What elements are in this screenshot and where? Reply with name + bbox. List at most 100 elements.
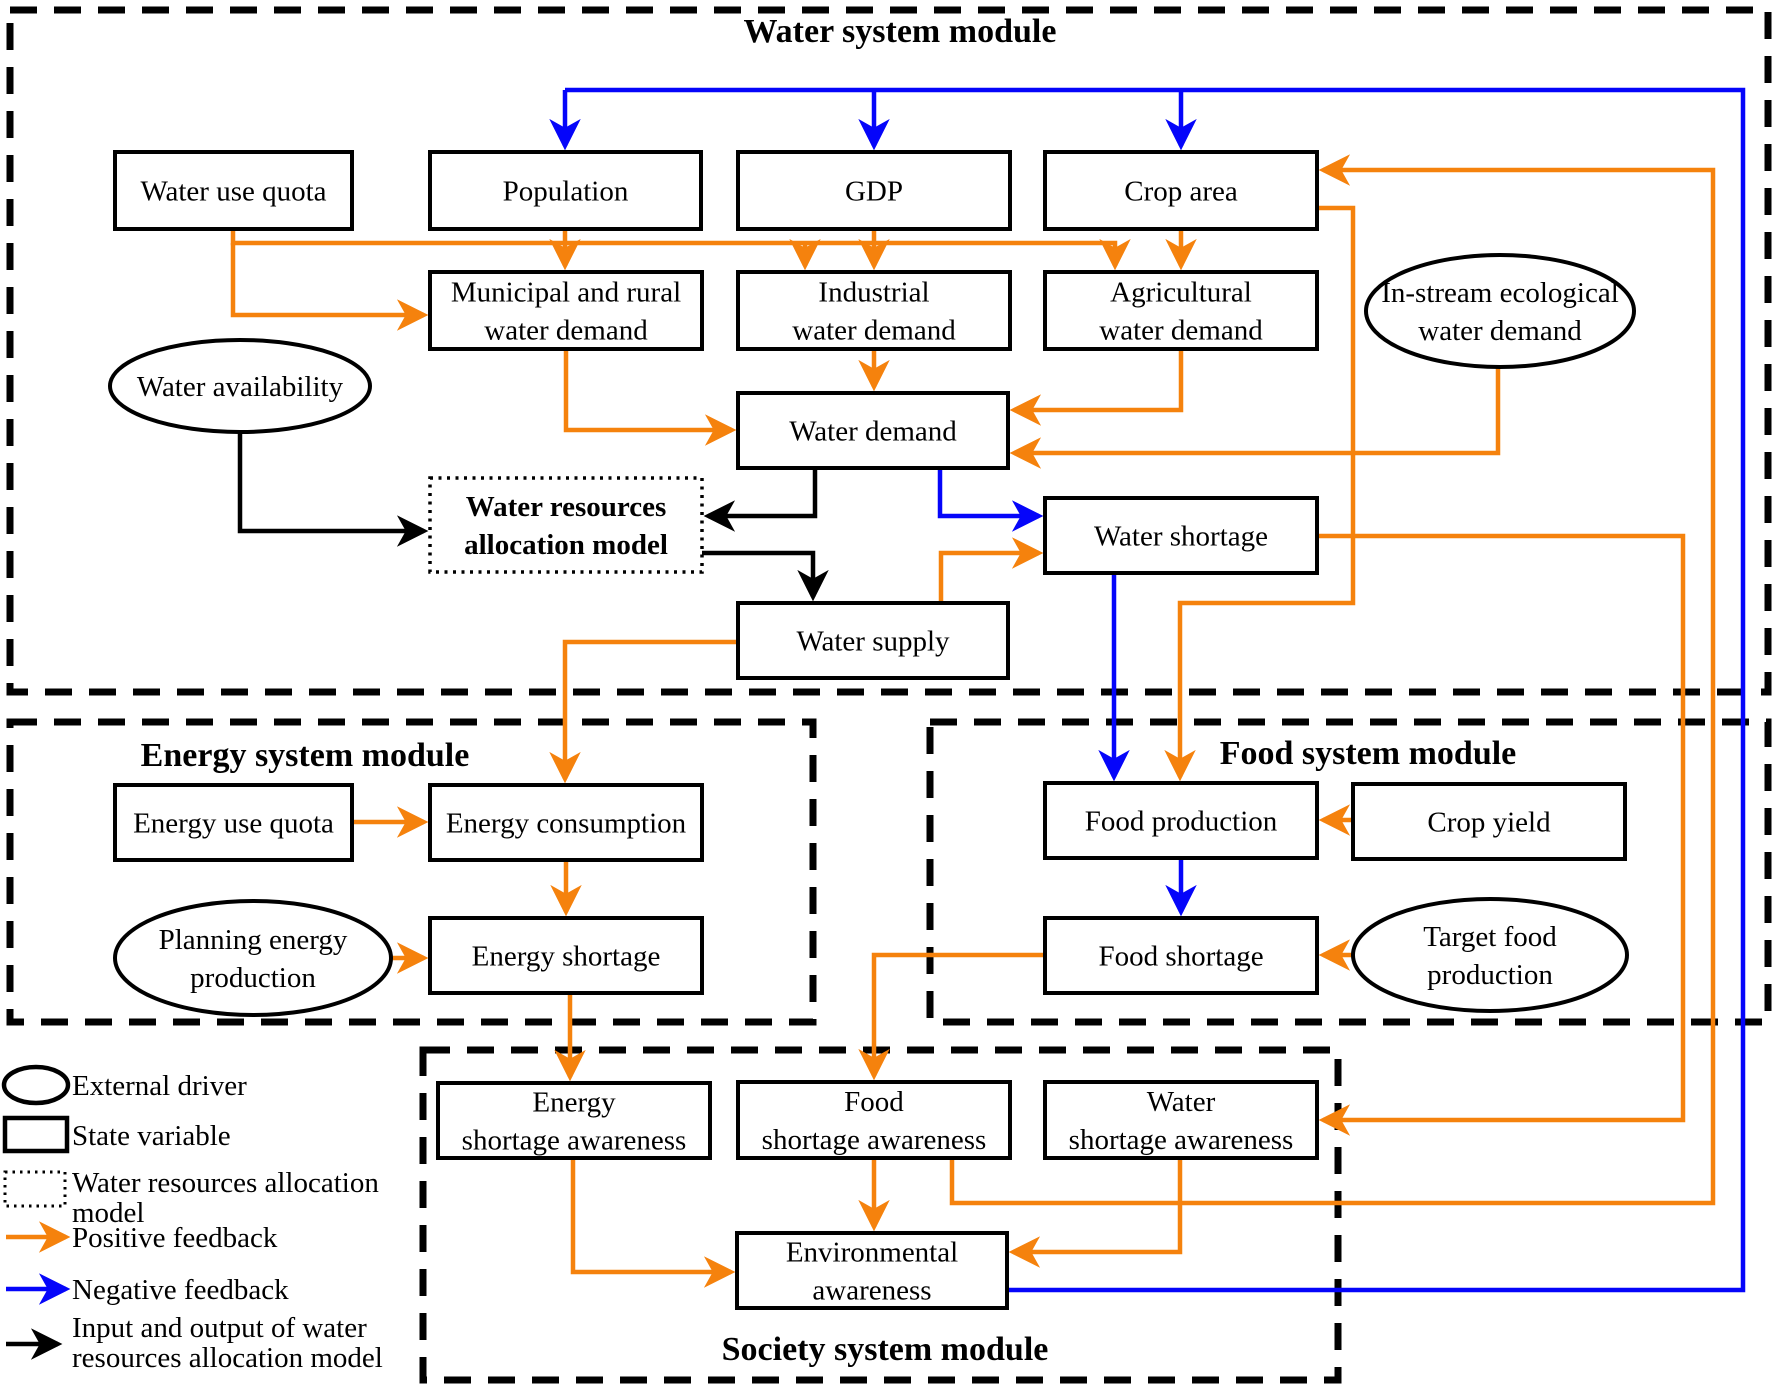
water-supply-shape	[736, 601, 1010, 680]
crop-yield-shape	[1351, 782, 1627, 861]
food-shortage-shape	[1043, 916, 1319, 995]
arrow-croparea-to-foodproduction	[1164, 205, 1356, 782]
node-gdp: GDP	[736, 150, 1012, 231]
water-resources-allocation-model-shape	[428, 476, 704, 574]
water-system-module-border	[6, 6, 1772, 696]
node-population: Population	[428, 150, 703, 231]
energy-system-module-title: Energy system module	[141, 737, 470, 774]
energy-consumption-shape	[428, 783, 704, 862]
arrow-esawareness-to-environmental	[570, 1158, 736, 1288]
legend-state-variable-label: State variable	[72, 1120, 231, 1152]
crop-area-shape	[1043, 150, 1319, 231]
water-demand-shape	[736, 391, 1010, 470]
food-system-module-title: Food system module	[1220, 735, 1517, 772]
water-system-module-title: Water system module	[744, 13, 1057, 50]
energy-consumption-label: Energy consumption	[446, 808, 687, 840]
node-crop-area: Crop area	[1043, 150, 1319, 231]
planning-energy-production-shape	[113, 899, 393, 1017]
gdp-shape	[736, 150, 1012, 231]
legend-external-driver: External driver	[1, 1064, 247, 1106]
environmental-awareness-label: awareness	[812, 1275, 931, 1307]
in-stream-ecological-water-demand-shape	[1364, 253, 1636, 369]
arrow-municipal-to-waterdemand	[563, 349, 737, 446]
planning-energy-production-label: Planning energy	[159, 924, 348, 956]
legend-positive-feedback-label: Positive feedback	[72, 1222, 278, 1254]
node-water-demand: Water demand	[736, 391, 1010, 470]
arrow-waterdemand-to-watershortage	[937, 468, 1044, 532]
node-water-shortage: Water shortage	[1043, 496, 1319, 575]
food-shortage-label: Food shortage	[1098, 941, 1263, 973]
agricultural-water-demand-shape	[1043, 270, 1319, 351]
water-shortage-awareness-label: Water	[1147, 1086, 1216, 1118]
legend-model-io-label: resources allocation model	[72, 1342, 383, 1374]
water-use-quota-label: Water use quota	[140, 176, 326, 208]
municipal-water-demand-shape	[428, 270, 704, 351]
planning-energy-production-label: production	[190, 962, 316, 994]
water-availability-shape	[108, 338, 372, 434]
food-production-label: Food production	[1085, 806, 1278, 838]
legend-dotted-rect-symbol	[3, 1170, 67, 1208]
society-system-module-title: Society system module	[722, 1331, 1049, 1368]
node-water-supply: Water supply	[736, 601, 1010, 680]
water-shortage-awareness-label: shortage awareness	[1069, 1124, 1294, 1156]
water-use-quota-shape	[113, 150, 354, 231]
municipal-water-demand-label: water demand	[484, 315, 648, 347]
gdp-label: GDP	[845, 176, 903, 208]
legend-state-variable: State variable	[2, 1115, 231, 1154]
in-stream-ecological-water-demand-label: water demand	[1418, 315, 1582, 347]
energy-system-module-border	[6, 718, 817, 1026]
arrow-quota-to-municipal-left	[230, 243, 429, 331]
industrial-water-demand-label: Industrial	[818, 277, 929, 309]
energy-shortage-awareness-shape	[436, 1081, 712, 1160]
node-energy-shortage: Energy shortage	[428, 916, 704, 995]
legend-ellipse-symbol	[1, 1064, 71, 1106]
legend-model-io-label: Input and output of water	[72, 1312, 367, 1344]
food-production-shape	[1043, 781, 1319, 860]
crop-yield-label: Crop yield	[1427, 807, 1551, 839]
node-food-shortage: Food shortage	[1043, 916, 1319, 995]
arrow-environmental-negative-loop	[565, 87, 1746, 1293]
arrow-watershortage-to-wsawareness	[1317, 533, 1686, 1136]
water-resources-allocation-model-label: Water resources	[466, 491, 667, 523]
population-shape	[428, 150, 703, 231]
legend-rect-symbol	[2, 1115, 70, 1154]
arrow-waterdemand-to-allocation	[703, 468, 818, 532]
agricultural-water-demand-label: Agricultural	[1110, 277, 1252, 309]
crop-area-label: Crop area	[1124, 176, 1238, 208]
water-demand-label: Water demand	[789, 416, 957, 448]
arrow-foodshortage-to-fsawareness	[858, 952, 1045, 1081]
energy-shortage-awareness-label: shortage awareness	[462, 1125, 687, 1157]
energy-shortage-label: Energy shortage	[472, 941, 661, 973]
arrow-watersupply-to-energyconsumption	[549, 639, 738, 784]
water-availability-label: Water availability	[137, 371, 344, 403]
arrow-fsawareness-to-croparea	[949, 154, 1716, 1206]
node-target-food-production: Target food production	[1351, 897, 1629, 1013]
legend-negative-feedback-label: Negative feedback	[72, 1274, 289, 1306]
environmental-awareness-label: Environmental	[786, 1237, 958, 1269]
node-planning-energy-production: Planning energy production	[113, 899, 393, 1017]
target-food-production-label: Target food	[1423, 921, 1557, 953]
node-energy-use-quota: Energy use quota	[113, 783, 354, 862]
target-food-production-label: production	[1427, 959, 1553, 991]
food-shortage-awareness-shape	[736, 1080, 1012, 1160]
node-water-availability: Water availability	[108, 338, 372, 434]
arrow-instream-to-waterdemand	[1009, 367, 1501, 469]
node-water-resources-allocation-model: Water resources allocation model	[428, 476, 704, 574]
energy-shortage-shape	[428, 916, 704, 995]
water-supply-label: Water supply	[796, 626, 950, 658]
node-water-use-quota: Water use quota	[113, 150, 354, 231]
in-stream-ecological-water-demand-label: In-stream ecological	[1381, 277, 1619, 309]
municipal-water-demand-label: Municipal and rural	[451, 277, 681, 309]
population-label: Population	[503, 176, 629, 208]
arrow-allocation-to-watersupply	[702, 550, 829, 602]
water-resources-allocation-model-label: allocation model	[464, 529, 668, 561]
arrow-wsawareness-to-environmental	[1008, 1158, 1183, 1268]
energy-use-quota-label: Energy use quota	[133, 808, 334, 840]
water-shortage-shape	[1043, 496, 1319, 575]
